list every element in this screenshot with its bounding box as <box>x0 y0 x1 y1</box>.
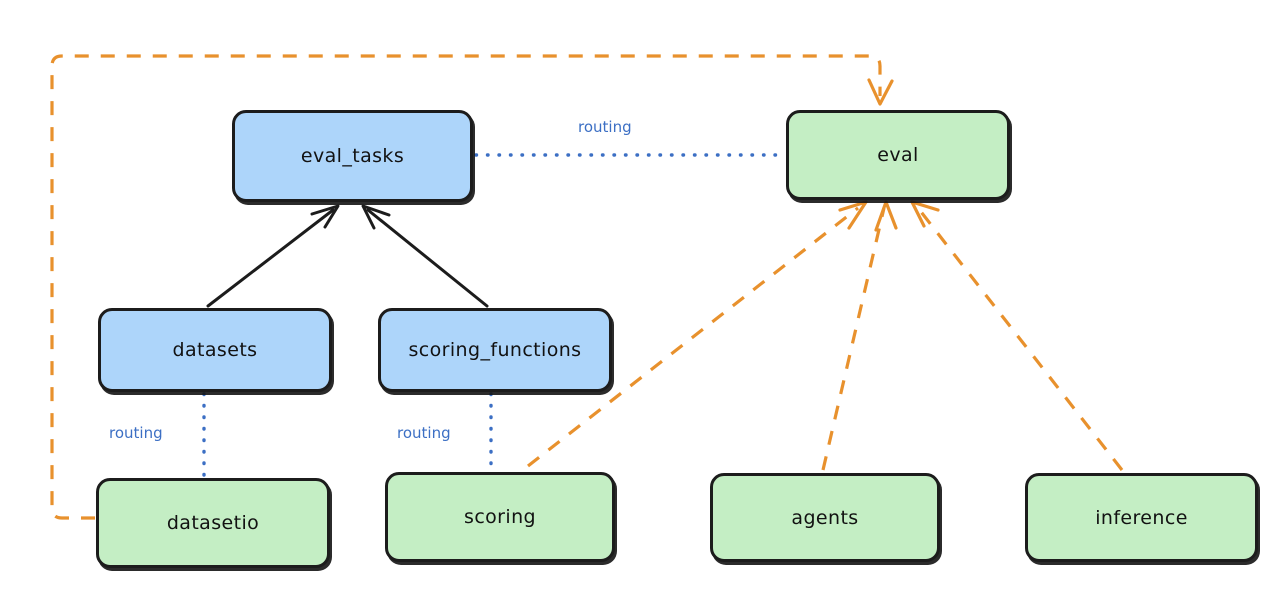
node-eval[interactable]: eval <box>786 110 1010 200</box>
node-label-eval-tasks: eval_tasks <box>300 145 405 167</box>
node-scoring-functions[interactable]: scoring_functions <box>378 308 612 392</box>
edge-inference-to-eval <box>910 200 1124 471</box>
edge-scoring-functions-to-eval-tasks <box>361 204 489 308</box>
node-label-datasetio: datasetio <box>166 512 260 534</box>
node-scoring[interactable]: scoring <box>385 472 615 562</box>
node-label-eval: eval <box>877 144 919 166</box>
edge-label-routing-eval-tasks: routing <box>578 118 632 136</box>
edge-datasets-to-eval-tasks <box>206 204 340 308</box>
node-label-agents: agents <box>791 506 859 529</box>
node-agents[interactable]: agents <box>710 473 940 562</box>
edge-agents-to-eval <box>821 200 898 471</box>
node-datasetio[interactable]: datasetio <box>96 478 330 568</box>
node-label-scoring: scoring <box>464 506 536 528</box>
node-eval-tasks[interactable]: eval_tasks <box>232 110 473 202</box>
edge-scoring-to-eval <box>527 200 868 468</box>
node-label-inference: inference <box>1095 506 1188 529</box>
edge-label-routing-scoring-functions: routing <box>397 424 451 442</box>
node-label-scoring-functions: scoring_functions <box>408 339 582 361</box>
edge-datasetio-to-eval <box>50 54 894 520</box>
node-label-datasets: datasets <box>172 339 258 361</box>
node-datasets[interactable]: datasets <box>98 308 332 392</box>
node-inference[interactable]: inference <box>1025 473 1258 562</box>
edge-label-routing-datasets: routing <box>109 424 163 442</box>
